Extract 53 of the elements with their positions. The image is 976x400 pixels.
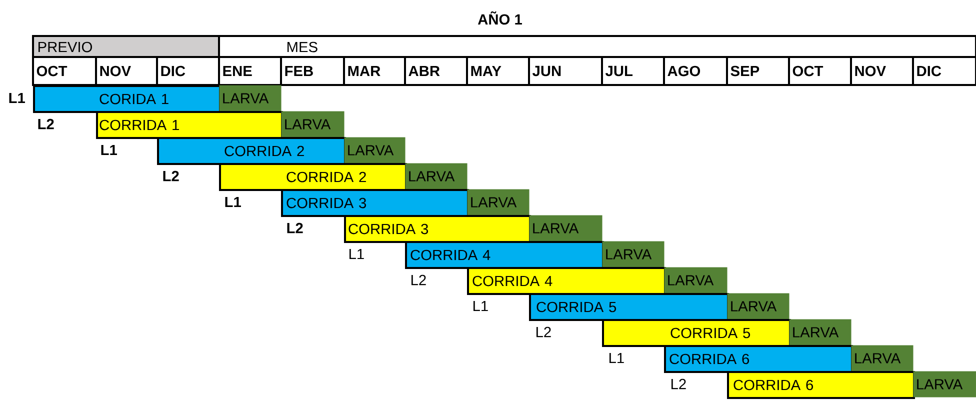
larva-bar: LARVA [219, 85, 282, 112]
line-label: L2 [38, 118, 54, 130]
larva-bar: LARVA [467, 189, 530, 216]
larva-bar: LARVA [913, 371, 976, 398]
month-cell: AGO [663, 56, 728, 86]
month-cell: JUN [528, 56, 603, 86]
larva-bar: LARVA [602, 241, 664, 268]
run-bar: CORRIDA 3 [281, 189, 469, 217]
larva-bar: LARVA [789, 319, 852, 346]
run-bar: CORRIDA 2 [157, 137, 346, 165]
month-cell: ABR [404, 56, 468, 86]
larva-bar: LARVA [727, 293, 790, 320]
larva-bar: LARVA [344, 137, 406, 164]
month-cell: MAR [343, 56, 406, 86]
month-cell: JUL [601, 56, 665, 86]
line-label: L2 [671, 378, 686, 390]
larva-bar: LARVA [281, 111, 344, 138]
run-bar: CORIDA 1 [33, 85, 221, 113]
line-label: L2 [287, 222, 303, 234]
line-label: L1 [609, 352, 624, 364]
month-cell: SEP [726, 56, 790, 86]
month-cell: ENE [218, 56, 282, 86]
larva-bar: LARVA [405, 163, 468, 190]
month-cell: NOV [850, 56, 914, 86]
month-cell: OCT [32, 56, 97, 86]
larva-bar: LARVA [664, 267, 728, 294]
line-label: L1 [101, 144, 117, 156]
run-bar: CORRIDA 4 [405, 241, 604, 269]
month-cell: MAY [466, 56, 530, 86]
run-bar: CORRIDA 5 [529, 293, 729, 321]
larva-bar: LARVA [851, 345, 914, 372]
run-bar: CORRIDA 6 [727, 371, 915, 399]
month-cell: DIC [912, 56, 976, 86]
month-cell: DIC [156, 56, 220, 86]
line-label: L2 [411, 274, 426, 286]
run-bar: CORRIDA 6 [664, 345, 853, 373]
line-label: L1 [473, 300, 488, 312]
line-label: L2 [536, 326, 551, 338]
line-label: L1 [349, 248, 364, 260]
run-bar: CORRIDA 5 [602, 319, 791, 347]
month-cell: NOV [95, 56, 158, 86]
line-label: L2 [163, 170, 179, 182]
month-cell: FEB [280, 56, 345, 86]
header-cell: MES [218, 35, 976, 58]
run-bar: CORRIDA 4 [467, 267, 666, 295]
line-label: L1 [225, 196, 241, 208]
month-cell: OCT [788, 56, 852, 86]
larva-bar: LARVA [529, 215, 602, 242]
run-bar: CORRIDA 2 [219, 163, 407, 191]
header-cell: PREVIO [32, 35, 220, 58]
run-bar: CORRIDA 1 [96, 111, 283, 139]
title: AÑO 1 [478, 11, 522, 25]
run-bar: CORRIDA 3 [344, 215, 531, 243]
